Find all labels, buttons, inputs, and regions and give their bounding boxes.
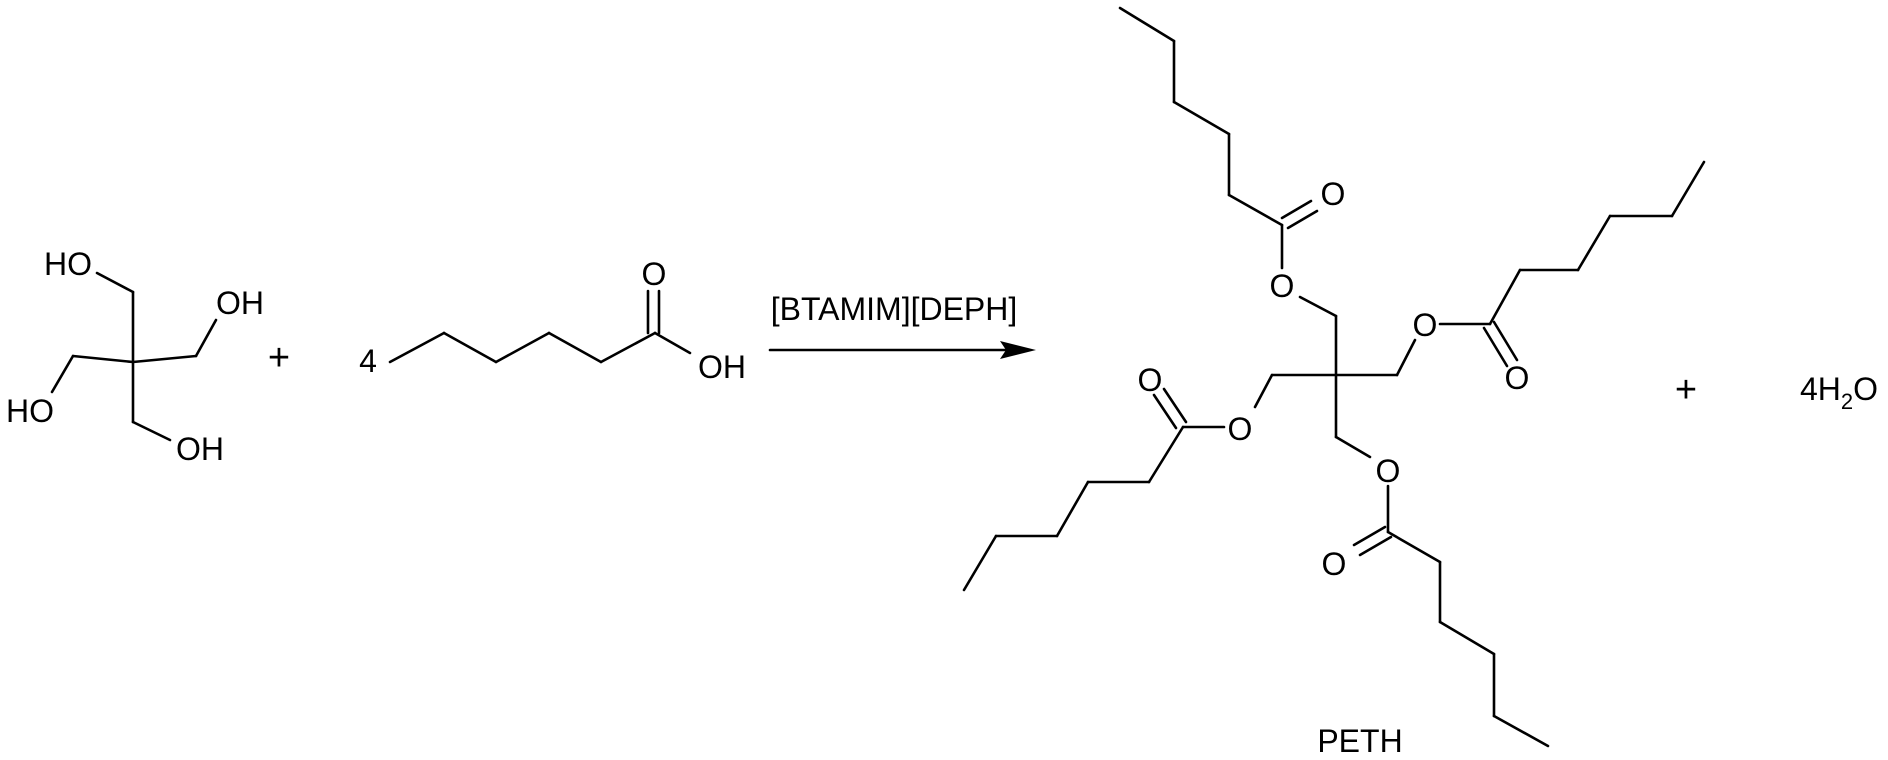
plus-sign-products: + [1675,369,1697,411]
plus-sign-reactants: + [268,337,290,379]
hexanoic-acid-hydroxyl: OH [698,349,746,385]
peth-carbonyl-oxygen-bottom: O [1322,546,1347,582]
peth-ester-oxygen-left: O [1228,411,1253,447]
peth-ester-oxygen-bottom: O [1376,453,1401,489]
water-hydrogen: H [1818,371,1841,407]
arrow-head [1000,341,1036,359]
reaction-arrow: [BTAMIM][DEPH] [768,291,1036,359]
pentaerythritol-hydroxyl-bottom-left: HO [6,393,54,429]
peth-arm-right-bonds [1438,160,1706,368]
hexanoic-acid-molecule: 4 O OH [359,256,746,385]
peth-ester-oxygen-top: O [1270,268,1295,304]
peth-carbonyl-oxygen-top: O [1321,176,1346,212]
catalyst-label: [BTAMIM][DEPH] [771,291,1018,327]
water-formula: 4H2O [1800,371,1878,414]
hexanoic-acid-carbonyl-oxygen: O [642,256,667,292]
water-subscript: 2 [1841,389,1853,414]
pentaerythritol-molecule: HO OH HO OH [6,246,264,467]
pentaerythritol-hydroxyl-bottom-right: OH [176,431,224,467]
pentaerythritol-bonds [50,271,218,442]
pentaerythritol-hydroxyl-top-right: OH [216,285,264,321]
peth-arm-top-bonds [1118,6,1319,270]
hexanoic-acid-bonds [388,289,692,364]
peth-arm-left-bonds [962,387,1226,592]
peth-arm-bottom-bonds [1352,484,1550,748]
water-oxygen: O [1853,371,1878,407]
peth-carbonyl-oxygen-right: O [1505,360,1530,396]
water-coefficient: 4 [1800,371,1818,407]
peth-molecule: O O O O O O O O PETH [962,6,1706,759]
peth-core-bonds [1253,295,1417,459]
pentaerythritol-hydroxyl-top-left: HO [44,246,92,282]
peth-ester-oxygen-right: O [1413,307,1438,343]
product-name-label: PETH [1317,723,1402,759]
peth-carbonyl-oxygen-left: O [1138,362,1163,398]
hexanoic-acid-coefficient: 4 [359,343,377,379]
